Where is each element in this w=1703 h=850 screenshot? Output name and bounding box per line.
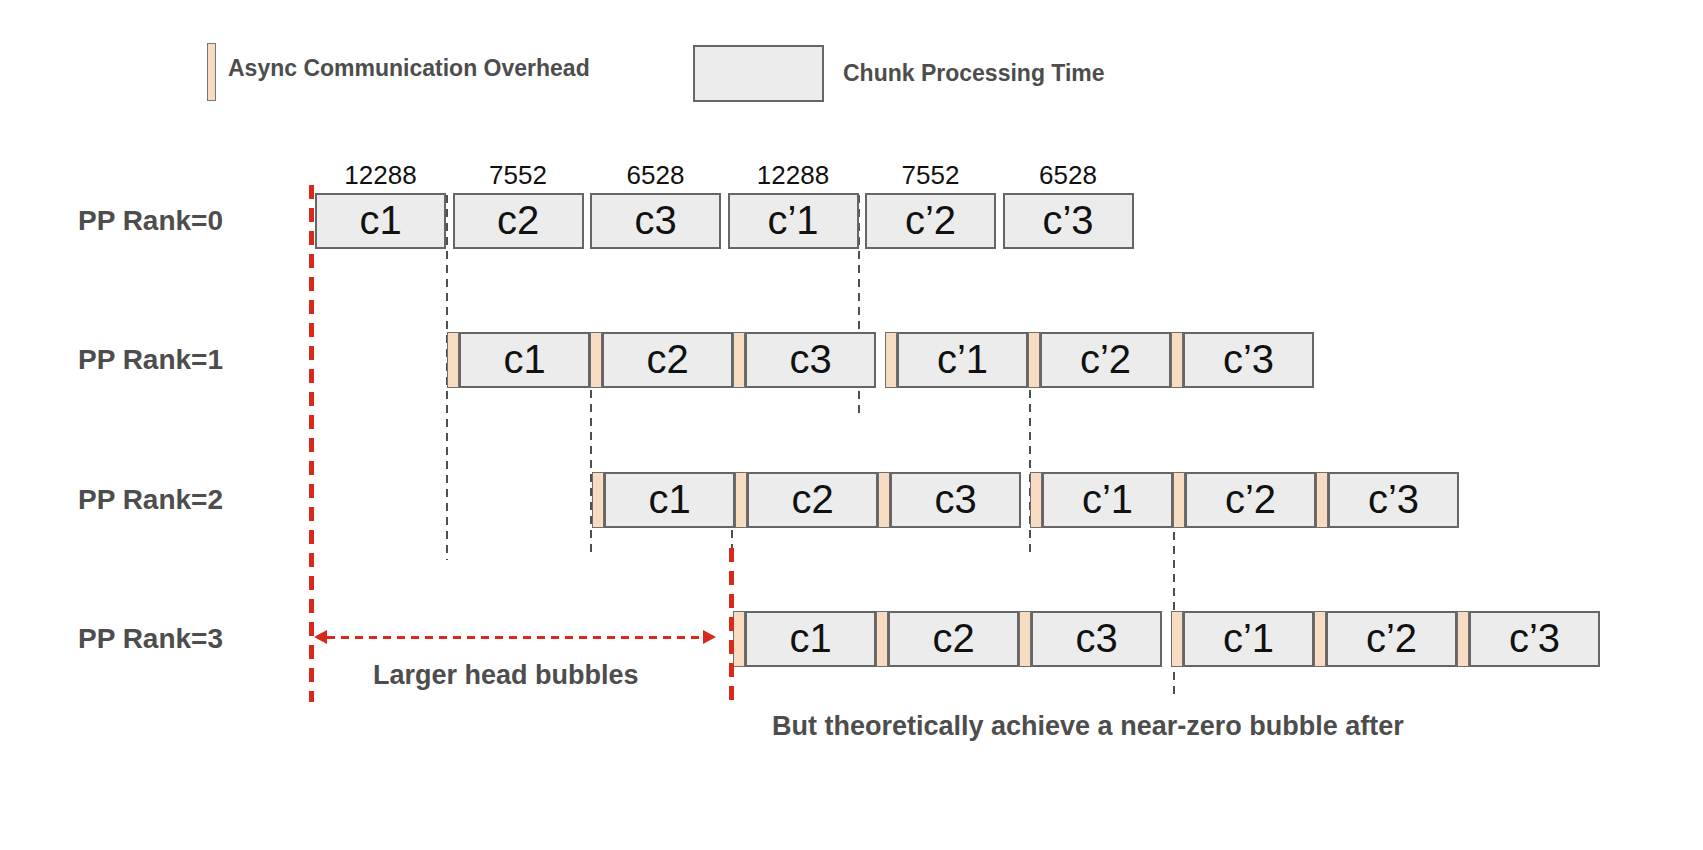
- async-comm-box: [1173, 472, 1185, 528]
- dependency-dash-line: [731, 530, 733, 548]
- arrowhead-right-icon: [703, 630, 716, 644]
- async-comm-box: [1028, 332, 1040, 388]
- chunk-box-cp1: c’1: [1183, 611, 1314, 667]
- async-comm-box: [1316, 472, 1328, 528]
- async-comm-box: [1171, 611, 1183, 667]
- arrowhead-left-icon: [314, 630, 327, 644]
- chunk-size-label: 7552: [489, 160, 547, 191]
- async-comm-box: [592, 472, 604, 528]
- chunk-size-label: 6528: [1039, 160, 1097, 191]
- chunk-box-c2: c2: [453, 193, 584, 249]
- head-bubbles-label: Larger head bubbles: [373, 660, 639, 691]
- legend-chunk-label: Chunk Processing Time: [843, 60, 1105, 87]
- async-comm-box: [1171, 332, 1183, 388]
- async-comm-box: [878, 472, 890, 528]
- legend-async-swatch: [207, 43, 216, 101]
- chunk-box-c2: c2: [888, 611, 1019, 667]
- chunk-label: c’3: [1330, 474, 1457, 525]
- chunk-box-cp3: c’3: [1469, 611, 1600, 667]
- chunk-size-label: 7552: [902, 160, 960, 191]
- chunk-label: c’2: [1328, 613, 1455, 664]
- chunk-label: c’3: [1185, 334, 1312, 385]
- async-comm-box: [735, 472, 747, 528]
- chunk-box-cp2: c’2: [1185, 472, 1316, 528]
- chunk-label: c3: [592, 195, 719, 246]
- pp-rank-label: PP Rank=1: [78, 332, 223, 388]
- legend-async-label: Async Communication Overhead: [228, 55, 590, 82]
- chunk-box-cp3: c’3: [1183, 332, 1314, 388]
- chunk-label: c’3: [1471, 613, 1598, 664]
- chunk-box-cp3: c’3: [1003, 193, 1134, 249]
- chunk-box-c3: c3: [1031, 611, 1162, 667]
- chunk-size-label: 6528: [627, 160, 685, 191]
- pp-rank-label: PP Rank=0: [78, 193, 223, 249]
- async-comm-box: [733, 611, 745, 667]
- chunk-box-cp3: c’3: [1328, 472, 1459, 528]
- chunk-label: c’1: [1044, 474, 1171, 525]
- chunk-label: c3: [1033, 613, 1160, 664]
- head-bubble-arrow-line: [327, 636, 711, 639]
- chunk-label: c2: [604, 334, 731, 385]
- chunk-box-cp2: c’2: [1040, 332, 1171, 388]
- chunk-box-c2: c2: [747, 472, 878, 528]
- head-bubble-start-line: [309, 185, 314, 702]
- chunk-label: c’1: [1185, 613, 1312, 664]
- async-comm-box: [733, 332, 745, 388]
- chunk-label: c’1: [730, 195, 857, 246]
- chunk-box-cp1: c’1: [1042, 472, 1173, 528]
- async-comm-box: [1030, 472, 1042, 528]
- legend-chunk-swatch: [693, 45, 824, 102]
- chunk-label: c1: [461, 334, 588, 385]
- chunk-size-label: 12288: [344, 160, 416, 191]
- chunk-label: c3: [747, 334, 874, 385]
- async-comm-box: [876, 611, 888, 667]
- async-comm-box: [885, 332, 897, 388]
- async-comm-box: [1314, 611, 1326, 667]
- head-bubble-end-line: [729, 548, 734, 705]
- chunk-label: c2: [890, 613, 1017, 664]
- chunk-label: c’3: [1005, 195, 1132, 246]
- chunk-box-c1: c1: [459, 332, 590, 388]
- chunk-label: c’2: [1187, 474, 1314, 525]
- chunk-box-c1: c1: [745, 611, 876, 667]
- async-comm-box: [1457, 611, 1469, 667]
- chunk-box-cp2: c’2: [865, 193, 996, 249]
- chunk-box-c1: c1: [604, 472, 735, 528]
- async-comm-box: [590, 332, 602, 388]
- chunk-box-c3: c3: [590, 193, 721, 249]
- chunk-label: c’2: [867, 195, 994, 246]
- chunk-box-cp1: c’1: [728, 193, 859, 249]
- pp-rank-label: PP Rank=3: [78, 611, 223, 667]
- chunk-box-c3: c3: [745, 332, 876, 388]
- chunk-label: c’1: [899, 334, 1026, 385]
- near-zero-label: But theoretically achieve a near-zero bu…: [772, 711, 1404, 742]
- chunk-size-label: 12288: [757, 160, 829, 191]
- async-comm-box: [447, 332, 459, 388]
- chunk-label: c1: [317, 195, 444, 246]
- chunk-label: c3: [892, 474, 1019, 525]
- async-comm-box: [1019, 611, 1031, 667]
- chunk-box-cp1: c’1: [897, 332, 1028, 388]
- chunk-box-cp2: c’2: [1326, 611, 1457, 667]
- pp-rank-label: PP Rank=2: [78, 472, 223, 528]
- chunk-label: c’2: [1042, 334, 1169, 385]
- chunk-label: c2: [455, 195, 582, 246]
- chunk-label: c1: [606, 474, 733, 525]
- chunk-box-c2: c2: [602, 332, 733, 388]
- chunk-label: c1: [747, 613, 874, 664]
- chunk-label: c2: [749, 474, 876, 525]
- chunk-box-c3: c3: [890, 472, 1021, 528]
- chunk-box-c1: c1: [315, 193, 446, 249]
